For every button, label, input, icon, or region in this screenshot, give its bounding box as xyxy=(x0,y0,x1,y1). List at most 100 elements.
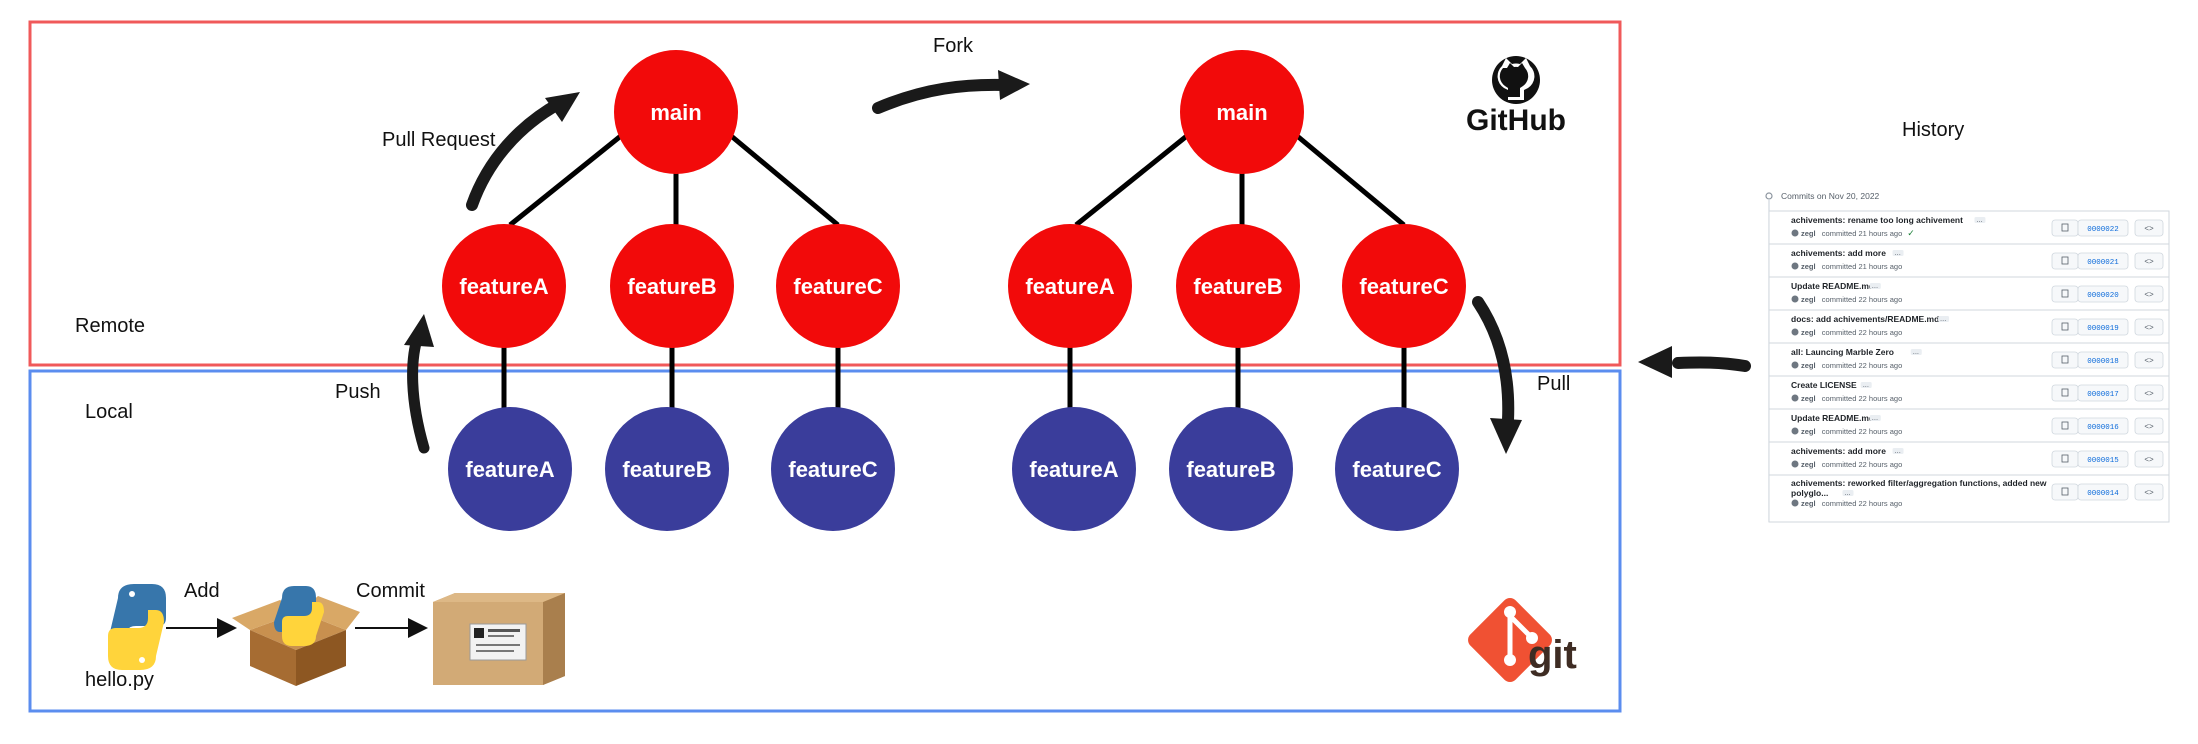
copy-sha-button[interactable] xyxy=(2051,219,2079,237)
commit-author[interactable]: zegl xyxy=(1801,328,1816,337)
svg-text:0000020: 0000020 xyxy=(2087,292,2119,300)
expand-message-button[interactable]: ... xyxy=(1892,248,1904,257)
expand-message-button[interactable]: ... xyxy=(1869,413,1881,422)
browse-repo-button[interactable]: <> xyxy=(2134,219,2164,237)
commit-sha-button[interactable]: 0000018 xyxy=(2077,351,2129,369)
svg-text:...: ... xyxy=(1913,347,1919,356)
commit-author[interactable]: zegl xyxy=(1801,394,1816,403)
commit-title[interactable]: achivements: reworked filter/aggregation… xyxy=(1791,478,2047,488)
copy-sha-button[interactable] xyxy=(2051,417,2079,435)
avatar[interactable] xyxy=(1791,229,1799,237)
avatar[interactable] xyxy=(1791,394,1799,402)
svg-text:...: ... xyxy=(1872,413,1878,422)
svg-text:main: main xyxy=(650,100,701,125)
commit-sha-button[interactable]: 0000016 xyxy=(2077,417,2129,435)
fork-label: Fork xyxy=(933,35,974,57)
commit-author[interactable]: zegl xyxy=(1801,229,1816,238)
commit-sha-button[interactable]: 0000019 xyxy=(2077,318,2129,336)
expand-message-button[interactable]: ... xyxy=(1860,380,1872,389)
browse-repo-button[interactable]: <> xyxy=(2134,483,2164,501)
commit-title[interactable]: Create LICENSE xyxy=(1791,380,1857,390)
commit-time: committed 21 hours ago xyxy=(1822,229,1902,238)
commit-label: Commit xyxy=(356,580,425,602)
copy-sha-button[interactable] xyxy=(2051,450,2079,468)
left-main-node: main xyxy=(614,50,738,174)
commit-title[interactable]: achivements: rename too long achivement xyxy=(1791,215,1963,225)
svg-text:GitHub: GitHub xyxy=(1466,104,1566,137)
expand-message-button[interactable]: ... xyxy=(1974,215,1986,224)
expand-message-button[interactable]: ... xyxy=(1869,281,1881,290)
avatar[interactable] xyxy=(1791,361,1799,369)
commit-author[interactable]: zegl xyxy=(1801,460,1816,469)
commit-title[interactable]: achivements: add more xyxy=(1791,446,1886,456)
commit-row[interactable]: achivements: rename too long achivement.… xyxy=(1791,215,2164,238)
commit-title[interactable]: Update README.md xyxy=(1791,413,1874,423)
commit-row[interactable]: achivements: reworked filter/aggregation… xyxy=(1769,474,2169,508)
svg-text:featureB: featureB xyxy=(627,274,716,299)
commit-sha-button[interactable]: 0000014 xyxy=(2077,483,2129,501)
add-label: Add xyxy=(184,580,220,602)
commit-sha-button[interactable]: 0000021 xyxy=(2077,252,2129,270)
avatar[interactable] xyxy=(1791,499,1799,507)
pull-arrow xyxy=(1472,296,1522,454)
svg-text:featureA: featureA xyxy=(1025,274,1114,299)
commit-sha-button[interactable]: 0000020 xyxy=(2077,285,2129,303)
left-remote-featureA-node: featureA xyxy=(442,224,566,348)
svg-text:git: git xyxy=(1528,633,1577,677)
commit-author[interactable]: zegl xyxy=(1801,262,1816,271)
expand-message-button[interactable]: ... xyxy=(1892,446,1904,455)
copy-icon xyxy=(2061,454,2069,463)
copy-icon xyxy=(2061,256,2069,265)
right-repo-edges xyxy=(1067,133,1407,410)
check-icon: ✓ xyxy=(1907,228,1915,238)
copy-sha-button[interactable] xyxy=(2051,318,2079,336)
commit-author[interactable]: zegl xyxy=(1801,295,1816,304)
svg-text:0000019: 0000019 xyxy=(2087,325,2119,333)
commit-row[interactable]: all: Launcing Marble Zero... zegl committe… xyxy=(1769,342,2169,370)
avatar[interactable] xyxy=(1791,295,1799,303)
svg-text:0000017: 0000017 xyxy=(2087,391,2119,399)
left-local-featureC-node: featureC xyxy=(771,407,895,531)
svg-text:...: ... xyxy=(1895,446,1901,455)
commit-time: committed 22 hours ago xyxy=(1822,361,1902,370)
browse-repo-button[interactable]: <> xyxy=(2134,285,2164,303)
commit-author[interactable]: zegl xyxy=(1801,361,1816,370)
remote-area-frame xyxy=(28,20,1622,367)
copy-sha-button[interactable] xyxy=(2051,351,2079,369)
commit-title[interactable]: docs: add achivements/README.md xyxy=(1791,314,1939,324)
browse-repo-button[interactable]: <> xyxy=(2134,318,2164,336)
expand-message-button[interactable]: ... xyxy=(1910,347,1922,356)
avatar[interactable] xyxy=(1791,427,1799,435)
svg-text:...: ... xyxy=(1872,281,1878,290)
commit-author[interactable]: zegl xyxy=(1801,427,1816,436)
avatar[interactable] xyxy=(1791,460,1799,468)
commit-title[interactable]: Update README.md xyxy=(1791,281,1874,291)
expand-message-button[interactable]: ... xyxy=(1842,488,1854,497)
commit-sha-button[interactable]: 0000022 xyxy=(2077,219,2129,237)
commit-title[interactable]: achivements: add more xyxy=(1791,248,1886,258)
browse-repo-button[interactable]: <> xyxy=(2134,351,2164,369)
copy-sha-button[interactable] xyxy=(2051,384,2079,402)
browse-repo-button[interactable]: <> xyxy=(2134,417,2164,435)
avatar[interactable] xyxy=(1791,262,1799,270)
right-remote-featureC-node: featureC xyxy=(1342,224,1466,348)
avatar[interactable] xyxy=(1791,328,1799,336)
expand-message-button[interactable]: ... xyxy=(1938,314,1950,323)
commit-author[interactable]: zegl xyxy=(1801,499,1816,508)
commit-sha-button[interactable]: 0000017 xyxy=(2077,384,2129,402)
copy-sha-button[interactable] xyxy=(2051,285,2079,303)
commit-title[interactable]: all: Launcing Marble Zero xyxy=(1791,347,1894,357)
browse-repo-button[interactable]: <> xyxy=(2134,252,2164,270)
browse-repo-button[interactable]: <> xyxy=(2134,384,2164,402)
browse-repo-button[interactable]: <> xyxy=(2134,450,2164,468)
copy-sha-button[interactable] xyxy=(2051,252,2079,270)
copy-sha-button[interactable] xyxy=(2051,483,2079,501)
commit-title-continued[interactable]: polyglo... xyxy=(1791,488,1828,498)
commit-sha-button[interactable]: 0000015 xyxy=(2077,450,2129,468)
